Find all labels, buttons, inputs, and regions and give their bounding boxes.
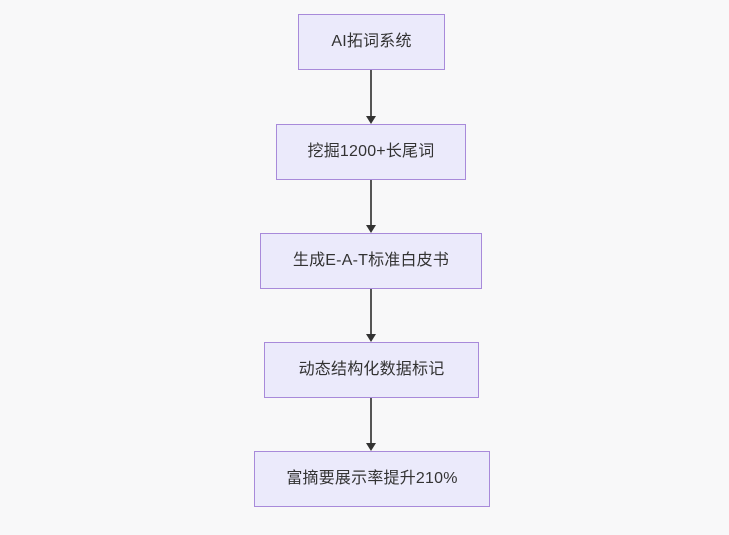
flow-node-label: 生成E-A-T标准白皮书 <box>292 252 450 270</box>
arrow-head-icon <box>366 443 376 451</box>
edge-line <box>370 70 372 117</box>
edge-line <box>370 398 372 444</box>
arrow-head-icon <box>366 116 376 124</box>
flow-node-label: AI拓词系统 <box>331 33 412 51</box>
flow-node-rich-snippet-rate-increase[interactable]: 富摘要展示率提升210% <box>254 451 490 507</box>
arrow-head-icon <box>366 334 376 342</box>
arrow-head-icon <box>366 225 376 233</box>
flow-edge-4 <box>361 398 381 451</box>
flow-edge-3 <box>361 289 381 342</box>
flow-node-label: 动态结构化数据标记 <box>298 361 445 379</box>
flow-node-dynamic-structured-data-markup[interactable]: 动态结构化数据标记 <box>264 342 479 398</box>
flow-edge-1 <box>361 70 381 124</box>
flow-node-generate-eat-whitepaper[interactable]: 生成E-A-T标准白皮书 <box>260 233 482 289</box>
flow-edge-2 <box>361 180 381 233</box>
edge-line <box>370 180 372 226</box>
flow-node-mine-longtail-keywords[interactable]: 挖掘1200+长尾词 <box>276 124 466 180</box>
edge-line <box>370 289 372 335</box>
flow-node-label: 挖掘1200+长尾词 <box>307 143 435 161</box>
flow-node-label: 富摘要展示率提升210% <box>286 470 458 488</box>
flow-node-ai-keyword-system[interactable]: AI拓词系统 <box>298 14 445 70</box>
